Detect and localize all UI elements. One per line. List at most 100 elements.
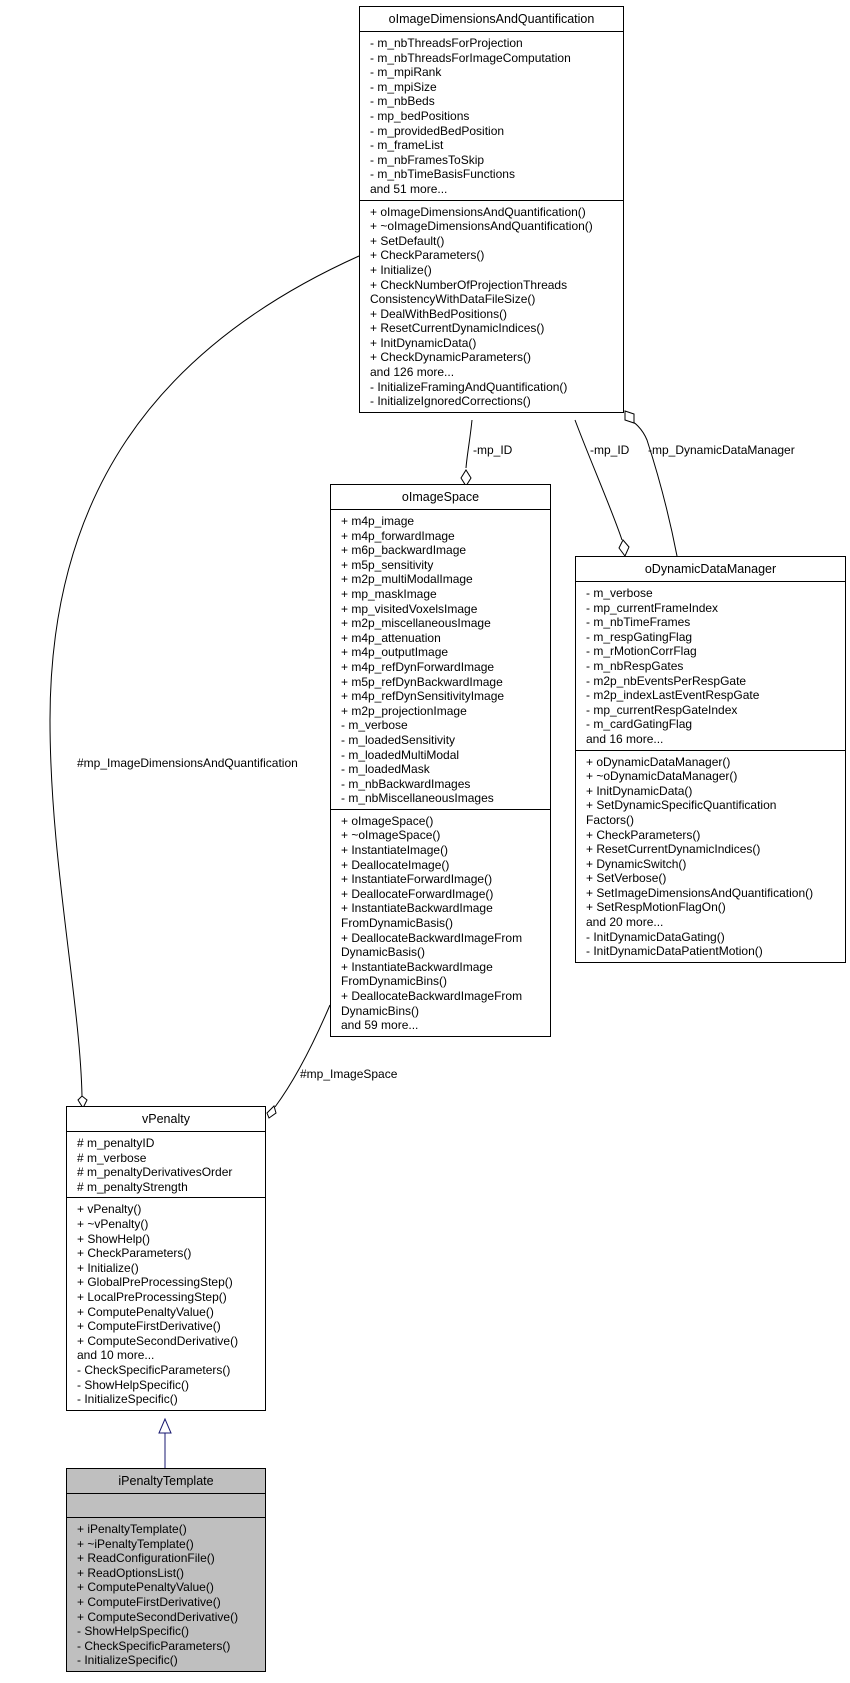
edge-imagespace-to-vpenalty: [274, 1004, 331, 1108]
class-attribute: - m_rMotionCorrFlag: [586, 644, 697, 659]
class-method: and 10 more...: [77, 1348, 155, 1363]
class-method: + InstantiateImage(): [341, 843, 449, 858]
class-method: + CheckNumberOfProjectionThreads: [370, 277, 568, 292]
class-method: + SetDynamicSpecificQuantification: [586, 798, 777, 813]
class-method: - InitDynamicDataPatientMotion(): [586, 944, 763, 959]
class-method: - ShowHelpSpecific(): [77, 1377, 190, 1392]
class-method: + SetVerbose(): [586, 871, 667, 886]
class-method: + ComputeFirstDerivative(): [77, 1319, 221, 1334]
class-attribute: - m_mpiRank: [370, 65, 442, 80]
class-method: - InitializeSpecific(): [77, 1653, 178, 1668]
class-method: + InitDynamicData(): [370, 335, 477, 350]
class-name[interactable]: vPenalty: [67, 1107, 265, 1132]
edge-idq-to-vpenalty: [49, 255, 360, 1097]
edge-idq-to-imagespace: [465, 419, 473, 469]
class-method: - InitDynamicDataGating(): [586, 929, 725, 944]
class-attribute: - m_frameList: [370, 138, 444, 153]
class-method: and 59 more...: [341, 1018, 419, 1033]
edge-label-mp-imagedimensions: #mp_ImageDimensionsAndQuantification: [77, 756, 298, 770]
class-method: + SetDefault(): [370, 233, 445, 248]
class-name[interactable]: iPenaltyTemplate: [67, 1469, 265, 1494]
aggregation-diamond-ddm: [618, 539, 630, 557]
inheritance-arrowhead: [158, 1417, 172, 1434]
class-attribute: - m_nbFramesToSkip: [370, 152, 485, 167]
class-box[interactable]: oDynamicDataManager- m_verbose- mp_curre…: [575, 556, 846, 963]
class-name[interactable]: oImageSpace: [331, 485, 550, 510]
class-method: + InstantiateBackwardImage: [341, 959, 493, 974]
class-attribute: - m_verbose: [586, 586, 653, 600]
class-box[interactable]: oImageDimensionsAndQuantification- m_nbT…: [359, 6, 624, 413]
class-attribute: # m_penaltyStrength: [77, 1179, 188, 1194]
class-attributes-section: [67, 1494, 265, 1518]
class-method: + iPenaltyTemplate(): [77, 1522, 187, 1536]
class-method: + ComputePenaltyValue(): [77, 1304, 214, 1319]
class-method: + oImageDimensionsAndQuantification(): [370, 204, 586, 219]
class-method: + SetImageDimensionsAndQuantification(): [586, 885, 814, 900]
aggregation-diamond-vpenalty-right: [266, 1105, 277, 1119]
class-attribute: + m6p_backwardImage: [341, 543, 467, 558]
class-attribute: - mp_bedPositions: [370, 108, 470, 123]
class-attribute: - m_respGatingFlag: [586, 629, 693, 644]
class-attributes-section: + m4p_image+ m4p_forwardImage+ m6p_backw…: [331, 510, 550, 810]
aggregation-diamond-idq: [624, 410, 635, 424]
class-attribute: # m_penaltyDerivativesOrder: [77, 1165, 233, 1180]
class-method: + ComputeSecondDerivative(): [77, 1333, 239, 1348]
class-attribute: + mp_visitedVoxelsImage: [341, 601, 478, 616]
class-attribute: - m_nbThreadsForImageComputation: [370, 50, 571, 65]
class-attribute: - m_nbThreadsForProjection: [370, 36, 523, 50]
class-attribute: + m2p_multiModalImage: [341, 572, 473, 587]
class-method: + vPenalty(): [77, 1202, 142, 1217]
class-method: + ComputePenaltyValue(): [77, 1580, 214, 1595]
class-methods-section: + iPenaltyTemplate()+ ~iPenaltyTemplate(…: [67, 1518, 265, 1671]
class-attribute: - m2p_indexLastEventRespGate: [586, 688, 760, 703]
class-name[interactable]: oDynamicDataManager: [576, 557, 845, 582]
class-box-current[interactable]: iPenaltyTemplate + iPenaltyTemplate()+ ~i…: [66, 1468, 266, 1672]
class-method: + ShowHelp(): [77, 1231, 151, 1246]
class-method: + ~vPenalty(): [77, 1216, 149, 1231]
class-box[interactable]: oImageSpace+ m4p_image+ m4p_forwardImage…: [330, 484, 551, 1037]
class-attribute: + m4p_image: [341, 514, 415, 528]
class-attribute: - mp_currentRespGateIndex: [586, 702, 738, 717]
class-method: + DeallocateImage(): [341, 857, 450, 872]
class-attribute: - mp_currentFrameIndex: [586, 600, 719, 615]
class-attributes-section: - m_nbThreadsForProjection- m_nbThreadsF…: [360, 32, 623, 201]
class-attribute: - m_verbose: [341, 718, 408, 733]
class-attribute: + m2p_miscellaneousImage: [341, 616, 491, 631]
class-attribute: + m5p_refDynBackwardImage: [341, 674, 503, 689]
class-attribute: - m_loadedMultiModal: [341, 747, 460, 762]
class-attribute: - m_nbRespGates: [586, 658, 684, 673]
class-method: + CheckDynamicParameters(): [370, 350, 532, 365]
class-method: + GlobalPreProcessingStep(): [77, 1275, 233, 1290]
class-name[interactable]: oImageDimensionsAndQuantification: [360, 7, 623, 32]
class-attribute: - m2p_nbEventsPerRespGate: [586, 673, 747, 688]
class-attribute: + m4p_refDynForwardImage: [341, 659, 495, 674]
class-attribute: - m_nbBackwardImages: [341, 776, 471, 791]
class-attribute: # m_penaltyID: [77, 1136, 155, 1150]
class-method: + CheckParameters(): [77, 1246, 192, 1261]
class-method: + CheckParameters(): [586, 827, 701, 842]
class-method: + DeallocateBackwardImageFrom: [341, 930, 523, 945]
class-method: + CheckParameters(): [370, 248, 485, 263]
class-attribute: + m4p_forwardImage: [341, 528, 455, 543]
class-attribute: - m_nbMiscellaneousImages: [341, 791, 494, 806]
class-attribute: + m4p_attenuation: [341, 630, 441, 645]
class-method: + ~iPenaltyTemplate(): [77, 1536, 194, 1551]
class-method: + ~oImageSpace(): [341, 828, 441, 843]
class-attribute: - m_nbBeds: [370, 94, 435, 109]
class-attributes-section: - m_verbose- mp_currentFrameIndex- m_nbT…: [576, 582, 845, 751]
class-method: DynamicBins(): [341, 1003, 420, 1018]
edge-ddm-to-idq: [629, 419, 678, 557]
class-attribute: - m_cardGatingFlag: [586, 717, 693, 732]
class-method: + ~oImageDimensionsAndQuantification(): [370, 219, 593, 234]
class-method: + DeallocateBackwardImageFrom: [341, 989, 523, 1003]
edge-label-mp-id-imagespace: -mp_ID: [473, 443, 513, 457]
class-method: and 126 more...: [370, 365, 455, 380]
class-method: FromDynamicBins(): [341, 974, 448, 989]
class-method: FromDynamicBasis(): [341, 916, 454, 931]
class-method: - ShowHelpSpecific(): [77, 1624, 190, 1639]
class-method: + Initialize(): [370, 262, 432, 277]
class-method: + ResetCurrentDynamicIndices(): [586, 842, 761, 857]
class-box[interactable]: vPenalty# m_penaltyID# m_verbose# m_pena…: [66, 1106, 266, 1411]
class-method: + DeallocateForwardImage(): [341, 886, 494, 901]
class-method: + LocalPreProcessingStep(): [77, 1289, 227, 1304]
